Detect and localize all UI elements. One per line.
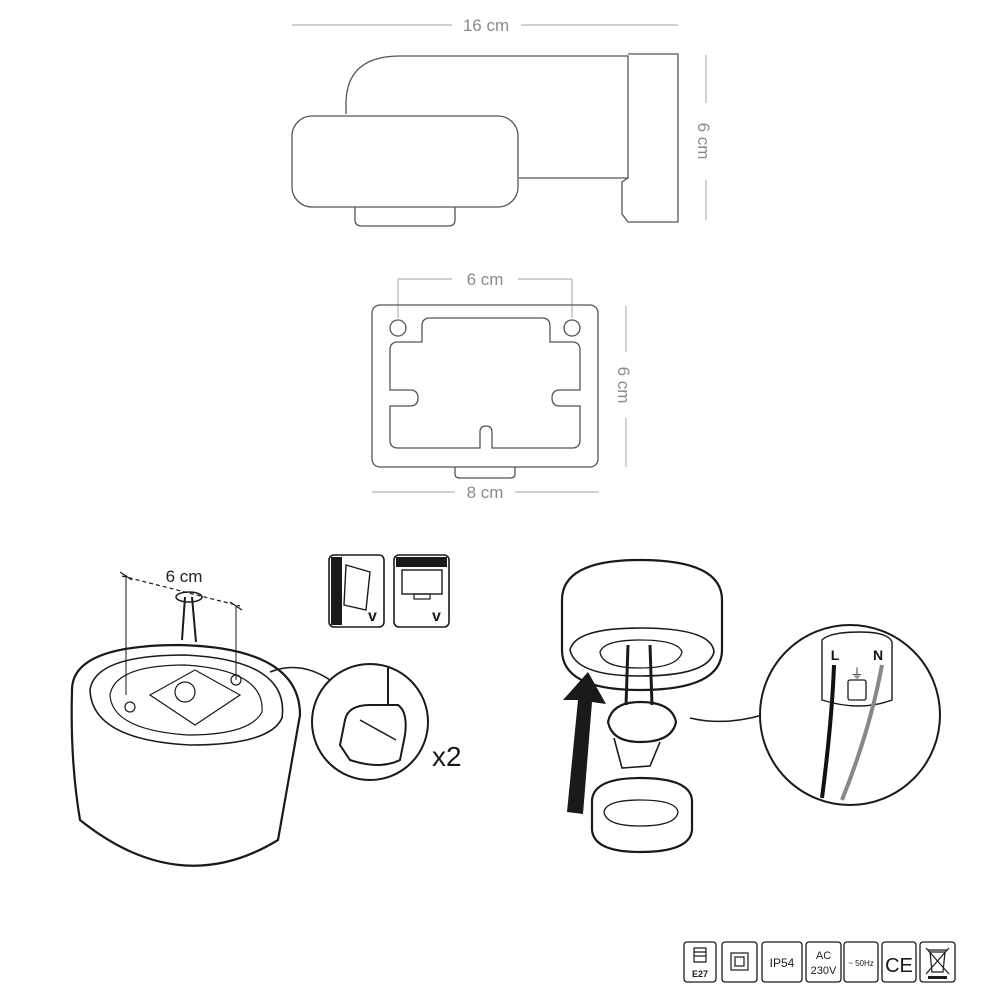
socket-type-symbol: E27 [683,941,717,983]
class-ii-symbol [721,941,758,983]
insert-arrow-icon [563,672,606,814]
installation-drilling: 6 cm x2 v v [70,554,462,867]
frequency-symbol: ~ 50Hz [843,941,879,983]
mounting-hole-left [389,319,407,337]
orientation-check-2: v [432,608,441,625]
base-screw-hole-right [230,674,242,686]
ce-symbol: CE [881,941,917,983]
side-view: 16 cm 6 cm [291,16,713,227]
wiring-callout-circle [759,624,941,806]
plate-tab [454,467,516,479]
base-screw-hole-left [124,701,136,713]
bulb-icon [693,947,707,963]
double-square-inner-icon [734,956,745,967]
wall-wire-1 [181,596,186,641]
lamp-lens-side [354,207,456,227]
drill-detail [359,719,397,741]
plate-width-label: 8 cm [467,483,504,502]
plate-hole-spacing-label: 6 cm [467,270,504,289]
spacing-tick-left [119,571,133,581]
drill-tool [338,704,407,766]
drill-spacing-line [121,575,241,607]
voltage-line-2: 230V [811,965,837,977]
base-center-hole [174,681,196,703]
wall-plate-side [621,53,679,223]
lamp-base-bracket [148,669,242,726]
earth-symbol-icon: ⏚ [850,666,863,681]
terminal-block [606,700,678,744]
wall-wire-hole [175,591,203,603]
ip-rating-label: IP54 [770,956,795,970]
neutral-wire [840,664,884,801]
terminal-closeup [821,631,893,707]
weee-bar [928,976,947,979]
mounting-hole-right [563,319,581,337]
spacing-tick-right [229,601,243,611]
spec-symbols: E27 IP54 AC 230V ~ 50Hz CE [683,941,956,983]
orientation-icon-1: v [328,554,385,628]
frequency-label: ~ 50Hz [848,959,874,968]
weee-symbol [919,941,956,983]
live-label: L [831,647,840,663]
orientation-check-1: v [368,608,377,625]
installation-wiring: ⏚ L N [560,558,941,854]
plate-height-label: 6 cm [614,367,633,404]
lamp-socket [590,776,694,854]
terminal-connector [613,737,661,769]
earth-screw [847,679,867,701]
wall-wire-2 [191,596,197,643]
side-height-label: 6 cm [694,123,713,160]
lamp-head-side [291,115,519,208]
lamp-base-top [89,654,284,746]
live-wire [820,664,836,799]
mounting-plate [371,304,599,468]
neutral-label: N [873,647,883,663]
lamp-housing [560,558,724,692]
lamp-base [70,643,302,867]
drill-count-label: x2 [432,741,462,772]
cross-icon [925,947,950,975]
side-width-label: 16 cm [463,16,509,35]
socket-thread [603,799,679,827]
drill-spacing-label: 6 cm [166,567,203,586]
housing-wires [624,644,654,706]
ip-rating-symbol: IP54 [761,941,803,983]
orientation-icon-2: v [393,554,450,628]
ce-mark: CE [885,955,913,977]
waste-bin-icon [928,949,947,973]
plate-view: 6 cm 6 cm 8 cm [371,270,633,502]
lamp-arm [345,55,629,179]
socket-label: E27 [692,969,708,979]
plate-cutout [389,317,581,449]
voltage-line-1: AC [816,950,831,962]
voltage-symbol: AC 230V [805,941,842,983]
housing-inner [599,639,683,669]
drill-callout-pointer [269,666,331,681]
double-square-outer-icon [730,952,749,971]
lamp-base-inner [109,664,263,736]
housing-rim [569,627,715,677]
